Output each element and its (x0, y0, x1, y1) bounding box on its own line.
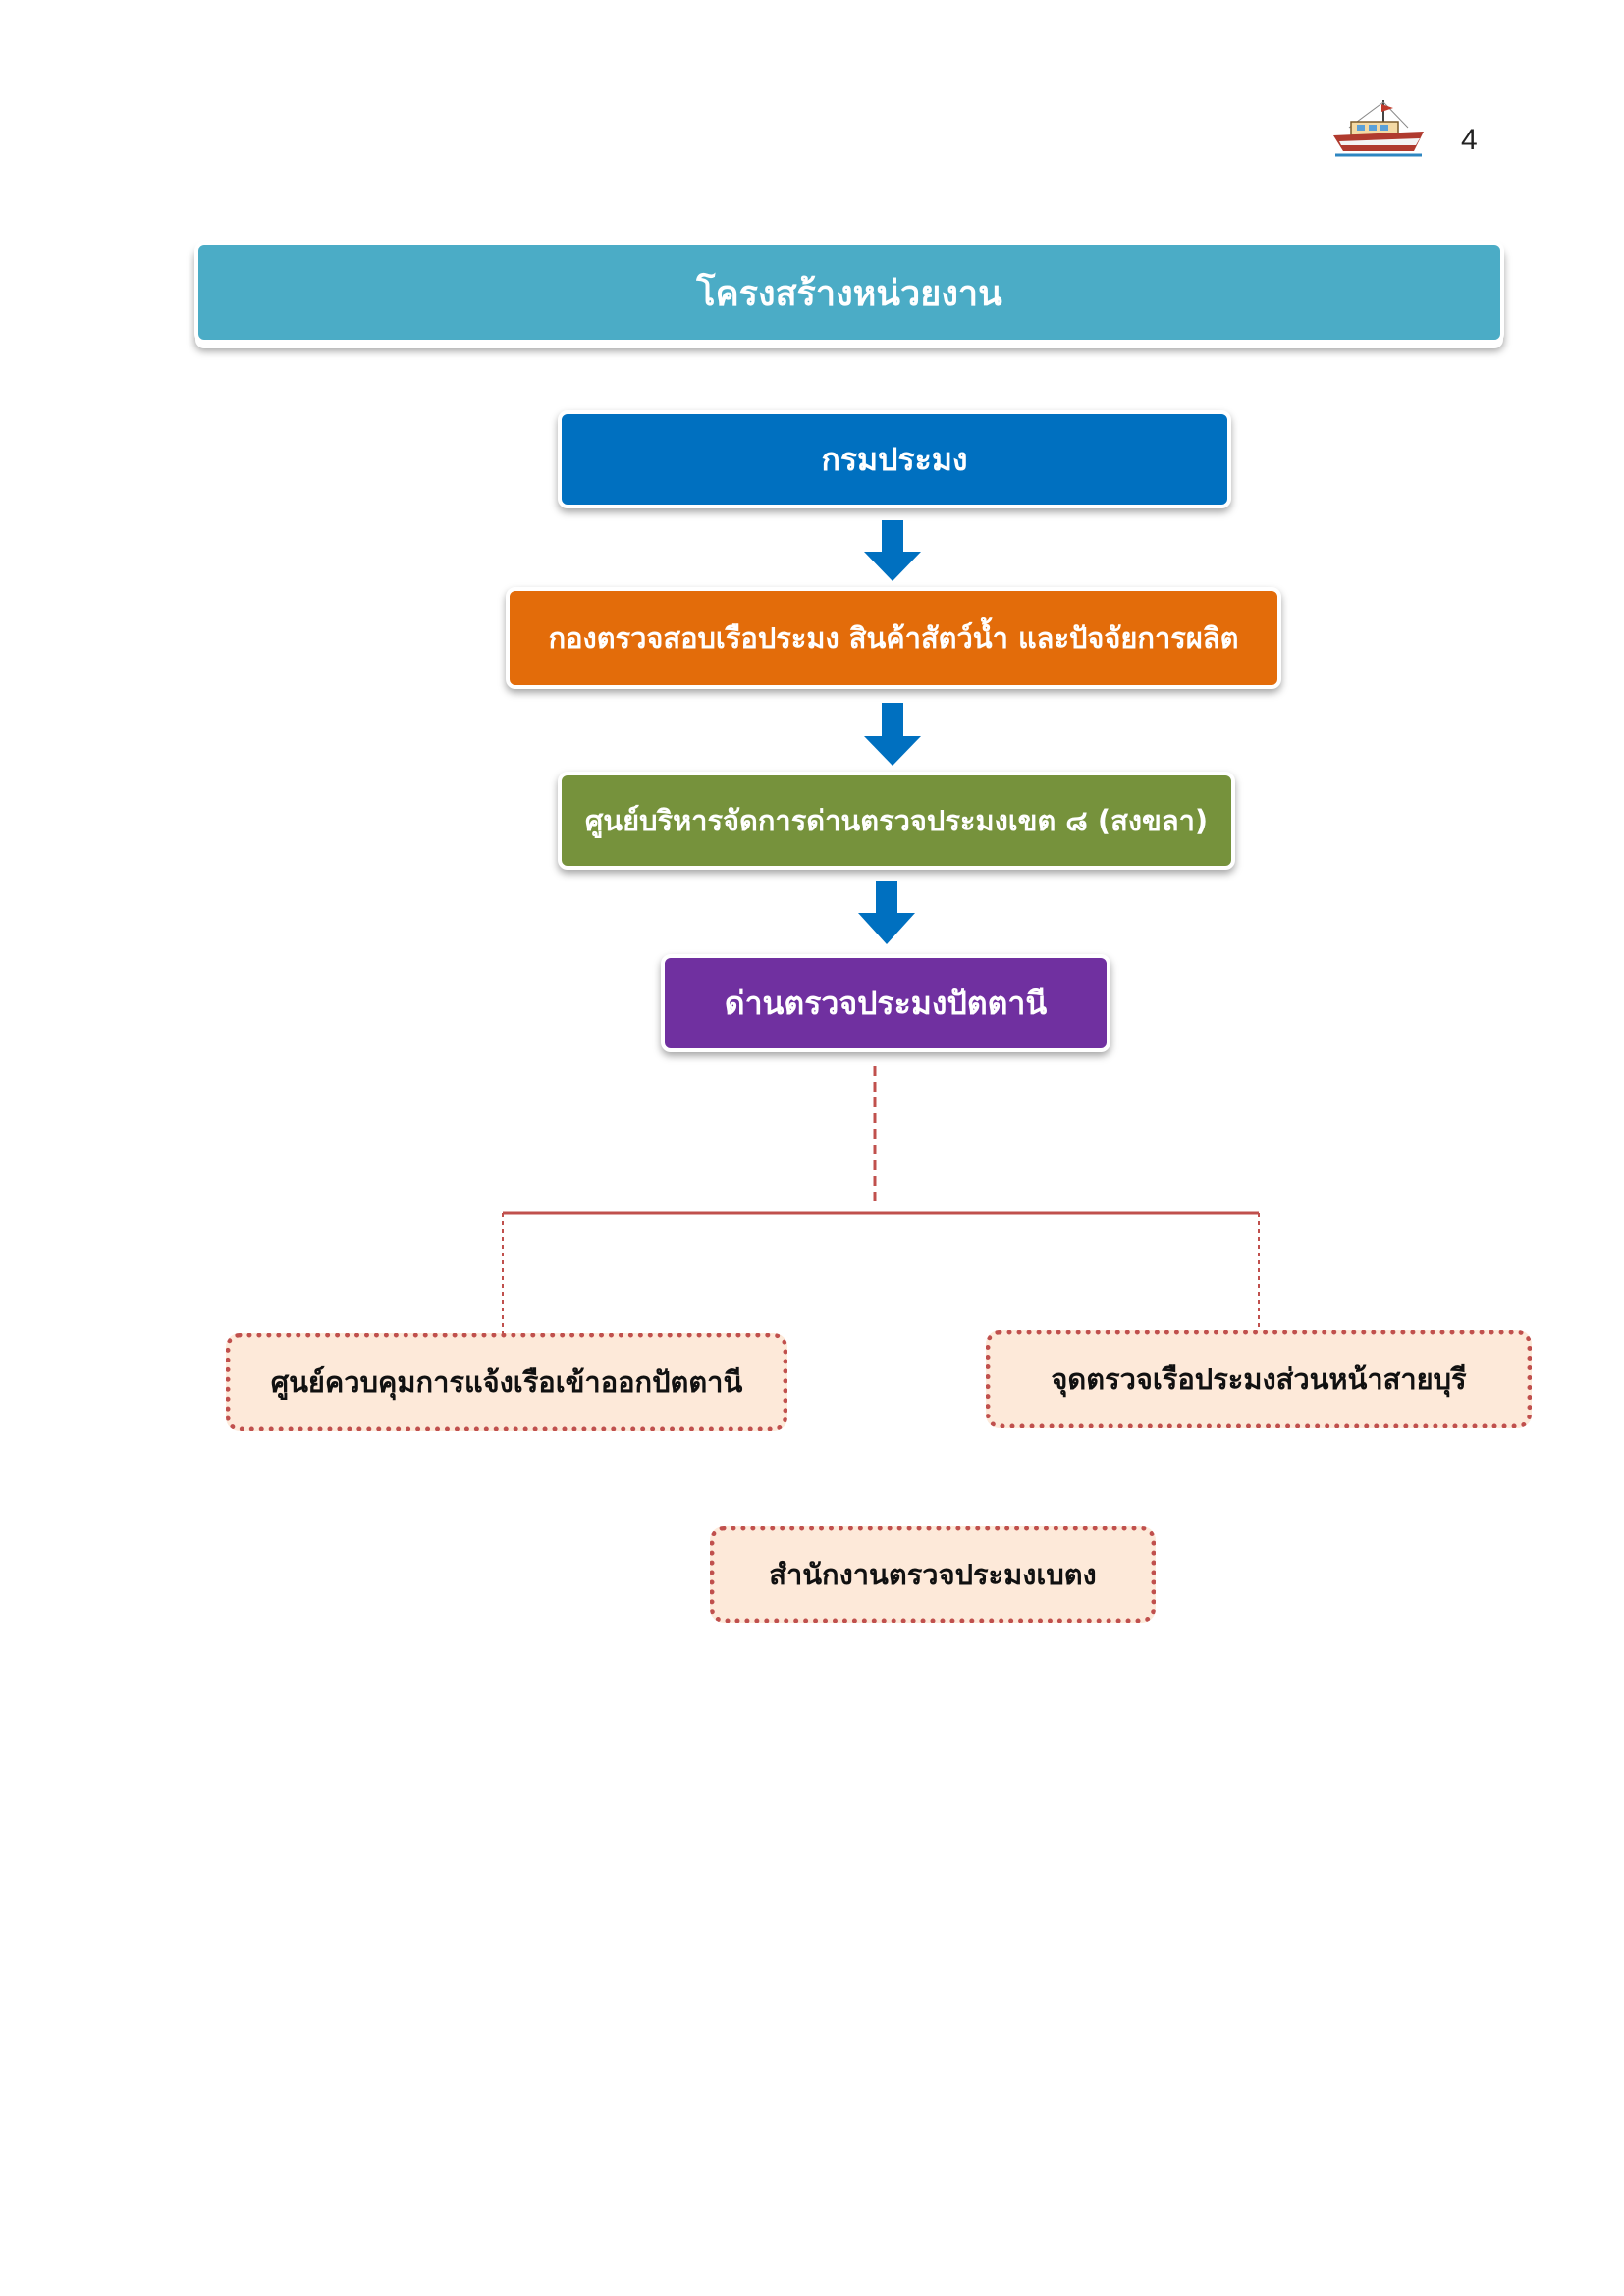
org-box-department-of-fisheries: กรมประมง (558, 410, 1231, 508)
org-box-pattani-checkpoint: ด่านตรวจประมงปัตตานี (661, 954, 1110, 1052)
page-title: โครงสร้างหน่วยงาน (194, 241, 1504, 344)
down-arrow-icon (864, 520, 921, 581)
org-box-inspection-division: กองตรวจสอบเรือประมง สินค้าสัตว์น้ำ และปั… (506, 587, 1281, 689)
org-box-regional-center: ศูนย์บริหารจัดการด่านตรวจประมงเขต ๘ (สงข… (558, 772, 1235, 870)
sub-unit-betong-office: สำนักงานตรวจประมงเบตง (710, 1526, 1156, 1623)
down-arrow-icon (858, 881, 915, 944)
boat-icon (1333, 100, 1424, 157)
sub-unit-saiburi-checkpoint: จุดตรวจเรือประมงส่วนหน้าสายบุรี (986, 1330, 1532, 1428)
page-number: 4 (1461, 124, 1478, 156)
sub-unit-pattani-control-center: ศูนย์ควบคุมการแจ้งเรือเข้าออกปัตตานี (226, 1333, 787, 1431)
down-arrow-icon (864, 703, 921, 766)
